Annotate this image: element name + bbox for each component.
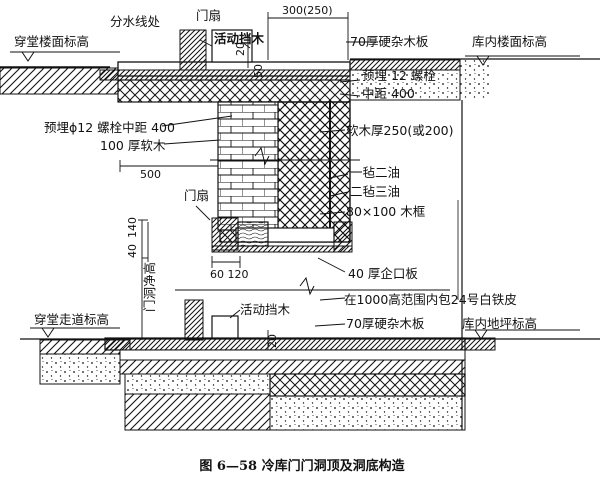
label-ying-za-mu-ban-top: 70厚硬杂木板 [350,34,429,49]
label-dim-20-bottom: 20 [266,334,279,348]
break-lines [175,146,450,296]
bottom-door-leaf [184,299,239,341]
label-yi-zhan-er-you: 一毡二油 [350,165,400,180]
label-mu-kuang: 80×100 木框 [346,204,426,219]
label-dim-140: 140 [126,217,139,238]
label-dim-300-250: 300(250) [282,4,333,17]
label-zhong-ju-400-right: 中距 400 [362,86,415,101]
label-ruan-mu-hou: 软木厚250(或200) [346,123,453,138]
label-dim-50-top: 50 [252,64,265,78]
label-dim-500: 500 [140,168,161,181]
top-slab [0,58,600,101]
figure-caption: 图 6—58 冷库门门洞顶及洞底构造 [199,458,405,474]
label-ku-nei-di-ping: 库内地坪标高 [462,316,537,331]
label-dim-40: 40 [126,244,139,258]
elevation-markers [10,51,580,340]
label-er-zhan-san-you: 二毡三油 [350,184,400,199]
label-men-shan-mid: 门扇 [184,188,209,203]
door-frame [179,29,353,253]
label-yu-mai-luo-shuan-right: 预埋 12 螺栓 [362,68,436,83]
label-huo-dong-dang-mu-bottom: 活动挡木 [240,302,291,317]
label-chuan-tang-lou-mian: 穿堂楼面标高 [14,34,89,49]
label-yu-mai-luo-shuan-left: 预埋ϕ12 螺栓中距 400 [44,120,175,135]
label-bai-tie-pi: 在1000高范围内包24号白铁皮 [344,292,517,307]
label-qi-kou-ban: 40 厚企口板 [348,266,418,281]
label-fen-shui: 分水线处 [110,14,161,29]
label-huo-dong-dang-mu-top: 活动挡木 [214,31,265,46]
label-men-shan-top: 门扇 [196,8,221,23]
label-dim-60-120: 60 120 [210,268,249,281]
dimension-lines [119,12,378,350]
label-ying-za-mu-ban-bottom: 70厚硬杂木板 [346,316,425,331]
label-dim-20-top: 20 [234,42,247,56]
label-men-dong-jing-gao: 门洞净高 [142,262,157,312]
label-chuan-tang-zou-dao: 穿堂走道标高 [34,312,109,327]
bottom-slab [20,337,600,431]
label-ruan-mu-100: 100 厚软木 [100,138,166,153]
label-ku-nei-lou-mian: 库内楼面标高 [472,34,547,49]
